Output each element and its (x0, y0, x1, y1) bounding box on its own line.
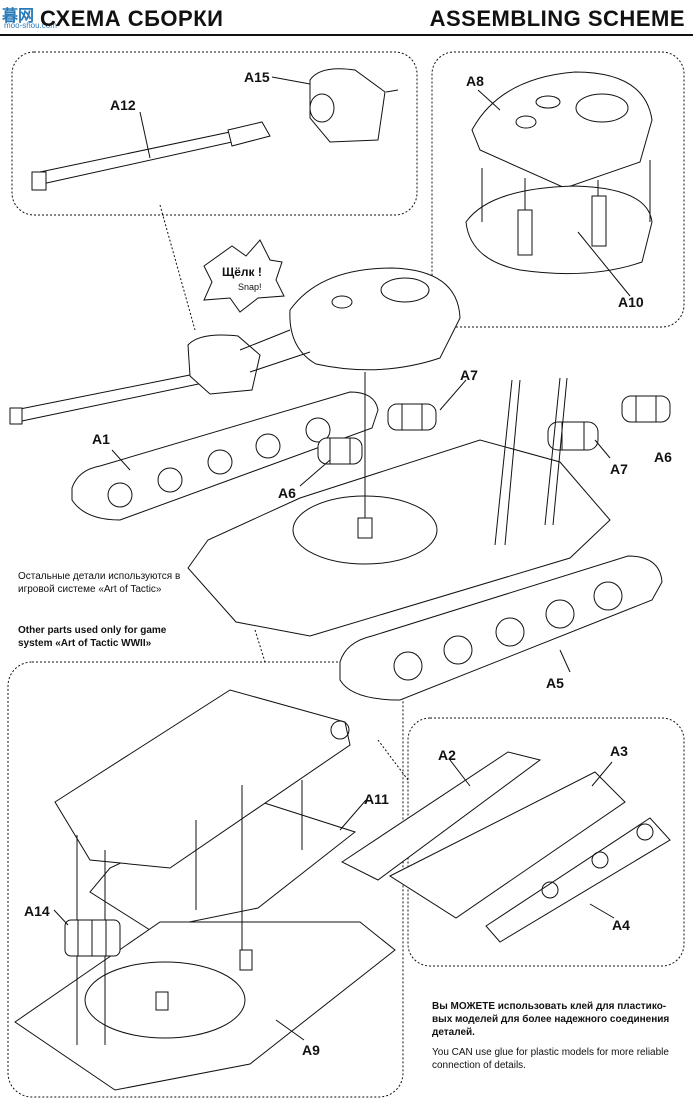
suspension-block-part (54, 689, 351, 869)
gun-assembly (9, 329, 311, 425)
barrel-part (31, 121, 271, 191)
site-logo: 暮网 moo-shou.com (0, 0, 72, 30)
guide-line (377, 739, 409, 781)
label-A7-right: A7 (610, 461, 628, 477)
snap-text-ru: Щёлк ! (222, 265, 262, 279)
turret-top-part (471, 71, 653, 189)
title-english: ASSEMBLING SCHEME (429, 6, 685, 31)
assembly-diagram: Щёлк ! Snap! A12 A15 A8 A10 A1 A7 A7 A6 … (7, 51, 685, 1098)
snap-text-en: Snap! (238, 282, 262, 292)
fuel-drum-left (317, 437, 363, 465)
label-A3: A3 (610, 743, 628, 759)
label-A5: A5 (546, 675, 564, 691)
logo-main-text: 暮网 (2, 8, 35, 25)
guide-line (254, 629, 266, 663)
note-other-parts-ru: Остальные детали используются в игровой … (18, 571, 181, 595)
label-A6-right: A6 (654, 449, 672, 465)
fuel-drum-top (387, 403, 437, 431)
label-A9: A9 (302, 1042, 320, 1058)
panel-turret-assembly (431, 51, 685, 328)
label-A2: A2 (438, 747, 456, 763)
label-A4: A4 (612, 917, 630, 933)
panel-gun-turret (11, 51, 418, 216)
logo-sub-text: moo-shou.com (4, 21, 57, 30)
label-A15: A15 (244, 69, 270, 85)
label-A7-top: A7 (460, 367, 478, 383)
label-A6-left: A6 (278, 485, 296, 501)
note-glue-ru: Вы МОЖЕТЕ использовать клей для пластико… (432, 1001, 670, 1038)
label-A8: A8 (466, 73, 484, 89)
left-track-part (71, 391, 379, 521)
mantlet-part (309, 68, 399, 143)
label-A11: A11 (364, 791, 389, 807)
assembled-turret (289, 267, 461, 371)
header: 暮网 moo-shou.com СХЕМА СБОРКИ ASSEMBLING … (0, 0, 693, 36)
wheel-set-part (485, 817, 671, 943)
header-rule (0, 34, 693, 36)
note-other-parts-en: Other parts used only for game system «A… (18, 625, 167, 649)
sprocket-part (64, 919, 121, 957)
label-A12: A12 (110, 97, 136, 113)
title-russian: СХЕМА СБОРКИ (40, 6, 224, 31)
label-A1: A1 (92, 431, 110, 447)
track-guard-part (341, 751, 542, 881)
snap-burst: Щёлк ! Snap! (203, 239, 285, 313)
hull-part (187, 372, 611, 637)
suspension-plate-part (388, 771, 626, 919)
label-A14: A14 (24, 903, 50, 919)
guide-line (159, 204, 196, 331)
turret-bottom-part (465, 160, 653, 297)
fuel-drum-right-2 (621, 395, 671, 423)
label-A10: A10 (618, 294, 644, 310)
note-glue-en: You CAN use glue for plastic models for … (432, 1047, 669, 1071)
right-track-part (339, 555, 663, 701)
